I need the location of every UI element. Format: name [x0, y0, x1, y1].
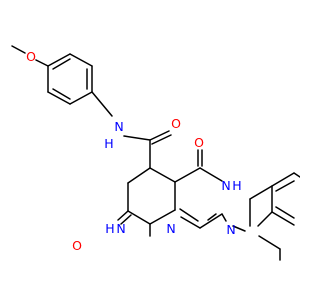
atom-lactam-nitrogen: N	[116, 221, 125, 236]
atom-lactam-hydrogen: H	[105, 221, 114, 236]
molecule-structure-diagram: O N H O O N H N H N N O	[11, 45, 300, 261]
atom-pyrimidine-nh-hydrogen: H	[232, 178, 241, 193]
atom-pyrimidine-nitrogen: N	[166, 221, 175, 236]
atom-methoxy-oxygen: O	[26, 49, 36, 64]
atom-amide-nitrogen: N	[114, 119, 123, 134]
atom-amide-hydrogen: H	[104, 136, 113, 151]
atom-pyrimidine-nh-nitrogen: N	[221, 178, 230, 193]
bonds	[11, 45, 300, 261]
atom-amide-carbonyl-oxygen: O	[171, 116, 181, 131]
atom-isoquinoline-nitrogen: N	[226, 222, 235, 237]
atom-pyrimidinone-carbonyl-oxygen: O	[194, 135, 204, 150]
atom-lactam-carbonyl-oxygen: O	[72, 238, 82, 253]
atom-labels: O N H O O N H N H N N O	[26, 49, 242, 253]
